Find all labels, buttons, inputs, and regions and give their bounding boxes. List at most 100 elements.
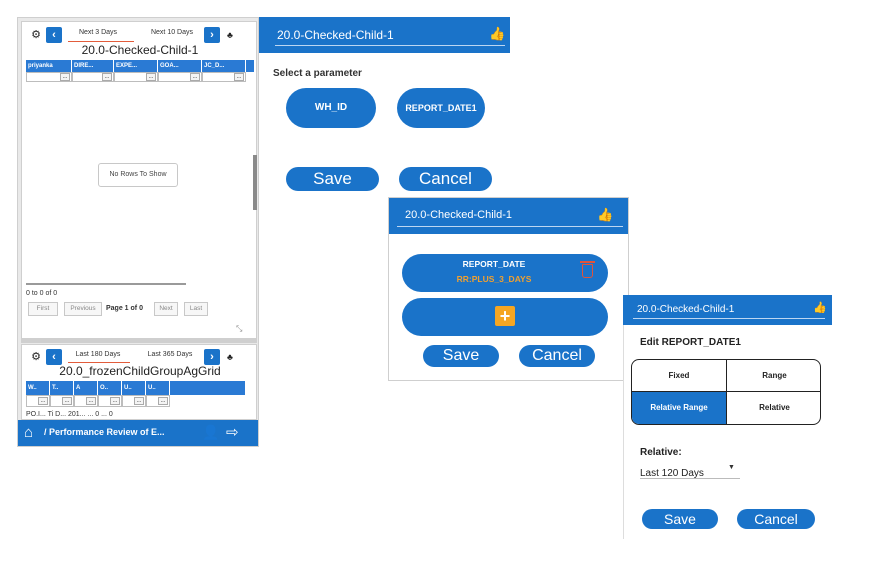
user-icon[interactable]: 👤 [202,424,220,440]
hand-pointer-icon[interactable]: 👍 [489,26,506,41]
cancel-button[interactable]: Cancel [737,509,815,529]
segment-fixed[interactable]: Fixed [632,360,727,392]
parameter-name: REPORT_DATE [462,259,526,269]
hierarchy-icon[interactable]: ♣ [227,30,233,40]
column-filter[interactable]: ... [72,72,114,82]
title-underline [275,45,505,46]
parameter-list-dialog: 20.0-Checked-Child-1 👍 REPORT_DATE RR:PL… [388,197,629,381]
column-filter[interactable]: ... [26,72,72,82]
param-wh-id-button[interactable]: WH_ID [286,88,376,128]
hand-pointer-icon[interactable]: 👍 [597,207,614,222]
grid-title: 20.0-Checked-Child-1 [81,43,199,57]
prev-range-button[interactable]: ‹ [46,349,62,365]
footer-nav-bar: ⌂ / Performance Review of E... 👤 ⇨ [18,420,258,446]
save-button[interactable]: Save [642,509,718,529]
filter-menu-button[interactable]: ... [134,397,144,405]
dialog-left-border [623,325,624,539]
param-report-date1-button[interactable]: REPORT_DATE1 [397,88,485,128]
next-page-button[interactable]: Next [154,302,178,316]
last-page-button[interactable]: Last [184,302,208,316]
dialog-header: 20.0-Checked-Child-1 👍 [623,295,832,325]
top-grid-card: ⚙ ‹ Next 3 Days Next 10 Days › ♣ 20.0-Ch… [21,21,257,339]
add-parameter-button[interactable]: + [402,298,608,336]
column-header-o[interactable]: O.. [98,381,122,395]
cancel-button[interactable]: Cancel [399,167,492,191]
settings-icon[interactable]: ⚙ [31,29,41,41]
tab-next-10-days[interactable]: Next 10 Days [150,29,194,36]
column-header-u2[interactable]: U.. [146,381,170,395]
parameter-value: RR:PLUS_3_DAYS [456,274,532,284]
column-header-jc-d[interactable]: JC_D... [202,60,246,72]
filter-menu-button[interactable]: ... [234,73,244,81]
delete-icon-lid [580,261,595,263]
column-header-u1[interactable]: U.. [122,381,146,395]
column-filter[interactable]: ... [74,395,98,407]
tab-last-180-days[interactable]: Last 180 Days [75,351,121,358]
column-filter[interactable]: ... [122,395,146,407]
filter-menu-button[interactable]: ... [60,73,70,81]
tab-next-3-days[interactable]: Next 3 Days [78,29,118,36]
column-filter[interactable]: ... [202,72,246,82]
grid-title: 20.0_frozenChildGroupAgGrid [59,364,221,378]
column-filter[interactable]: ... [98,395,122,407]
filter-menu-button[interactable]: ... [62,397,72,405]
column-header-a[interactable]: A [74,381,98,395]
column-header-goa[interactable]: GOA... [158,60,202,72]
column-header-w[interactable]: W.. [26,381,50,395]
filter-menu-button[interactable]: ... [38,397,48,405]
hand-pointer-icon[interactable]: 👍 [813,302,827,314]
table-row[interactable]: PO.I... Ti D... 201... ... 0 ... 0 [26,411,113,418]
column-filter[interactable]: ... [26,395,50,407]
row-count-info: 0 to 0 of 0 [26,290,58,297]
column-header-t[interactable]: T.. [50,381,74,395]
column-filter[interactable]: ... [146,395,170,407]
delete-icon[interactable] [582,264,593,278]
filter-menu-button[interactable]: ... [110,397,120,405]
prev-range-button[interactable]: ‹ [46,27,62,43]
horizontal-scrollbar[interactable] [26,283,186,285]
parameter-card-report-date[interactable]: REPORT_DATE RR:PLUS_3_DAYS [402,254,608,292]
vertical-scrollbar[interactable] [253,155,257,210]
segment-relative[interactable]: Relative [759,403,790,412]
select-parameter-label: Select a parameter [273,68,362,79]
next-range-button[interactable]: › [204,349,220,365]
save-button[interactable]: Save [286,167,379,191]
edit-parameter-dialog: 20.0-Checked-Child-1 👍 Edit REPORT_DATE1… [623,295,832,539]
column-filter[interactable]: ... [158,72,202,82]
filter-menu-button[interactable]: ... [86,397,96,405]
column-filter[interactable]: ... [50,395,74,407]
first-page-button[interactable]: First [28,302,58,316]
relative-select[interactable]: Last 120 Days ▼ [640,463,740,479]
dialog-title: 20.0-Checked-Child-1 [277,28,394,42]
next-range-button[interactable]: › [204,27,220,43]
column-filter[interactable]: ... [114,72,158,82]
save-button[interactable]: Save [423,345,499,367]
hierarchy-icon[interactable]: ♣ [227,352,233,362]
active-tab-underline [68,41,134,42]
relative-select-value: Last 120 Days [640,468,704,479]
page-info: Page 1 of 0 [106,305,143,312]
cancel-button[interactable]: Cancel [519,345,595,367]
tab-last-365-days[interactable]: Last 365 Days [147,351,193,358]
segment-relative-range[interactable]: Relative Range [632,392,727,424]
filter-menu-button[interactable]: ... [146,73,156,81]
select-parameter-dialog: 20.0-Checked-Child-1 👍 Select a paramete… [259,17,510,202]
breadcrumb[interactable]: / Performance Review of E... [44,427,165,437]
filter-menu-button[interactable]: ... [158,397,168,405]
dialog-title: 20.0-Checked-Child-1 [405,209,512,221]
column-header-overflow [170,381,246,395]
filter-menu-button[interactable]: ... [102,73,112,81]
resize-handle-icon[interactable]: ⤡ [236,324,243,333]
segment-range[interactable]: Range [727,360,820,392]
column-header-priyanka[interactable]: priyanka [26,60,72,72]
home-icon[interactable]: ⌂ [24,424,34,441]
logout-icon[interactable]: ⇨ [226,424,239,441]
filter-menu-button[interactable]: ... [190,73,200,81]
active-tab-underline [68,362,130,363]
section-divider [21,339,257,343]
settings-icon[interactable]: ⚙ [31,351,41,363]
column-header-dire[interactable]: DIRE... [72,60,114,72]
column-header-expe[interactable]: EXPE... [114,60,158,72]
edit-label: Edit REPORT_DATE1 [640,337,741,348]
previous-page-button[interactable]: Previous [64,302,102,316]
